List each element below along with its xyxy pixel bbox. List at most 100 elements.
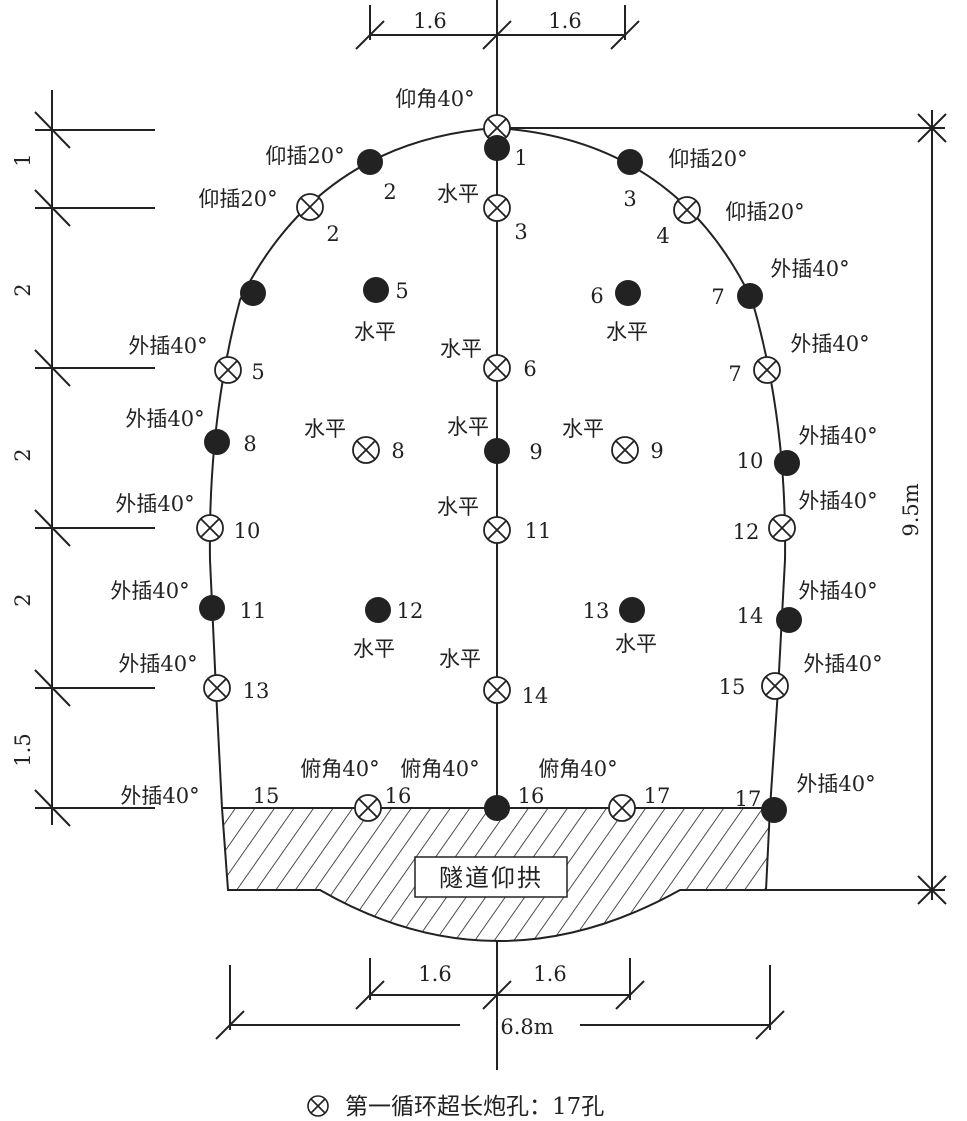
hole-label: 外插40° bbox=[798, 579, 877, 603]
hole-label: 水平 bbox=[439, 647, 481, 671]
dimension-line bbox=[482, 980, 512, 1010]
dimension-line bbox=[34, 189, 71, 227]
dimension-line bbox=[34, 349, 71, 387]
invert-label-box bbox=[414, 856, 568, 898]
hole-label: 外插40° bbox=[120, 784, 199, 808]
filled-hole-icon bbox=[363, 277, 389, 303]
hole-label: 15 bbox=[253, 784, 280, 808]
filled-hole-icon bbox=[365, 597, 391, 623]
crossed-circle-icon bbox=[753, 356, 781, 384]
hole-label: 11 bbox=[525, 519, 552, 543]
hole-label: 16 bbox=[385, 784, 412, 808]
hole-label: 外插40° bbox=[118, 652, 197, 676]
hole-label: 1.6 bbox=[533, 962, 566, 986]
crossed-circle-icon bbox=[483, 194, 511, 222]
filled-hole-icon bbox=[204, 429, 230, 455]
hole-label: 1 bbox=[514, 146, 527, 170]
crossed-circle-icon bbox=[352, 436, 380, 464]
crossed-circle-icon bbox=[483, 354, 511, 382]
hole-label: 外插40° bbox=[796, 772, 875, 796]
hole-label: 仰插20° bbox=[668, 147, 747, 171]
hole-label: 仰角40° bbox=[395, 87, 474, 111]
dimension-line bbox=[34, 111, 71, 149]
dimension-line bbox=[615, 980, 645, 1010]
hole-label: 10 bbox=[234, 519, 261, 543]
hole-label: 5 bbox=[395, 279, 408, 303]
dimension-line bbox=[215, 1010, 245, 1040]
left-dimension-label: 2 bbox=[11, 448, 35, 461]
hole-label: 1.6 bbox=[418, 962, 451, 986]
dimension-line bbox=[34, 789, 71, 827]
hole-label: 8 bbox=[243, 432, 256, 456]
tunnel-invert: 隧道仰拱 bbox=[220, 807, 772, 942]
hole-label: 14 bbox=[522, 684, 549, 708]
hole-label: 12 bbox=[733, 520, 760, 544]
crossed-circle-icon bbox=[203, 674, 231, 702]
hole-label: 2 bbox=[326, 222, 339, 246]
height-dimension-label: 9.5m bbox=[899, 483, 923, 536]
hole-label: 8 bbox=[391, 439, 404, 463]
hole-label: 6 bbox=[523, 357, 536, 381]
hole-label: 17 bbox=[735, 787, 762, 811]
crossed-circle-icon bbox=[611, 436, 639, 464]
dimension-line bbox=[917, 875, 947, 905]
hole-label: 水平 bbox=[562, 417, 604, 441]
hole-label: 16 bbox=[518, 784, 545, 808]
hole-label: 7 bbox=[728, 362, 741, 386]
dimension-line bbox=[917, 113, 947, 143]
filled-hole-icon bbox=[240, 280, 266, 306]
hole-label: 4 bbox=[656, 224, 669, 248]
invert-label: 隧道仰拱 bbox=[439, 864, 543, 892]
hole-label: 仰插20° bbox=[725, 200, 804, 224]
hole-label: 1.6 bbox=[413, 9, 446, 33]
dimension-line bbox=[34, 669, 71, 707]
dimension-line bbox=[355, 980, 385, 1010]
legend-text: 第一循环超长炮孔：17孔 bbox=[345, 1094, 604, 1120]
hole-label: 13 bbox=[243, 679, 270, 703]
hole-label: 仰插20° bbox=[265, 144, 344, 168]
hole-label: 5 bbox=[251, 360, 264, 384]
left-dimension-label: 1.5 bbox=[11, 733, 35, 766]
dimension-line bbox=[610, 20, 640, 50]
hole-label: 外插40° bbox=[125, 407, 204, 431]
dimension-line bbox=[355, 20, 385, 50]
filled-hole-icon bbox=[484, 438, 510, 464]
dimension-lines bbox=[34, 0, 947, 1070]
crossed-circle-icon bbox=[483, 114, 511, 142]
hole-label: 外插40° bbox=[110, 579, 189, 603]
filled-hole-icon bbox=[357, 149, 383, 175]
hole-label: 2 bbox=[383, 180, 396, 204]
hole-label: 13 bbox=[583, 599, 610, 623]
crossed-circle-icon bbox=[354, 794, 382, 822]
hole-label: 11 bbox=[240, 599, 267, 623]
hole-label: 水平 bbox=[304, 417, 346, 441]
hole-label: 水平 bbox=[354, 320, 396, 344]
hole-label: 9 bbox=[650, 439, 663, 463]
filled-hole-icon bbox=[617, 149, 643, 175]
crossed-circle-icon bbox=[608, 794, 636, 822]
filled-hole-icon bbox=[484, 795, 510, 821]
blastholes bbox=[196, 114, 802, 823]
filled-hole-icon bbox=[774, 450, 800, 476]
crossed-circle-icon bbox=[761, 672, 789, 700]
filled-hole-icon bbox=[484, 135, 510, 161]
hole-label: 6 bbox=[590, 284, 603, 308]
hole-label: 6.8m bbox=[500, 1015, 553, 1039]
hole-label: 15 bbox=[719, 675, 746, 699]
filled-hole-icon bbox=[737, 283, 763, 309]
filled-hole-icon bbox=[615, 280, 641, 306]
crossed-circle-icon bbox=[483, 676, 511, 704]
filled-hole-icon bbox=[776, 607, 802, 633]
hole-label: 10 bbox=[737, 449, 764, 473]
hole-label: 外插40° bbox=[790, 332, 869, 356]
dimension-line bbox=[482, 20, 512, 50]
hole-label: 14 bbox=[737, 604, 764, 628]
left-dimension-label: 1 bbox=[11, 153, 35, 166]
dimension-line bbox=[34, 509, 71, 547]
hole-label: 外插40° bbox=[803, 652, 882, 676]
crossed-circle-icon bbox=[483, 516, 511, 544]
hole-label: 仰插20° bbox=[198, 187, 277, 211]
hole-label: 9 bbox=[529, 440, 542, 464]
